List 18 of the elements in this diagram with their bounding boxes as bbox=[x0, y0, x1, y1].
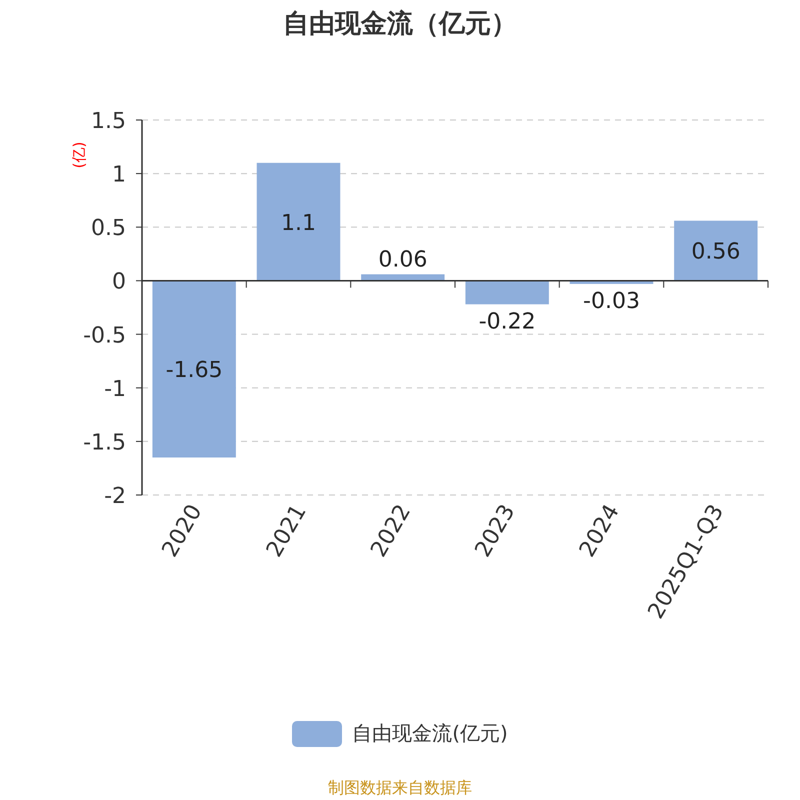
legend-label: 自由现金流(亿元) bbox=[352, 720, 508, 747]
axis-tick-label: 1.5 bbox=[91, 109, 126, 134]
axis-tick-label: 0 bbox=[112, 270, 126, 295]
axis-title: (亿) bbox=[70, 142, 88, 168]
value-label: -0.03 bbox=[583, 288, 640, 314]
axis-tick-label: -1 bbox=[104, 376, 126, 402]
axis-tick-label: 0.5 bbox=[91, 216, 126, 242]
value-label: -0.22 bbox=[478, 309, 536, 334]
value-label: -1.65 bbox=[166, 358, 223, 384]
chart-title: 自由现金流（亿元） bbox=[282, 8, 518, 41]
value-label: 0.06 bbox=[378, 247, 428, 272]
axis-tick-label: -2 bbox=[104, 484, 126, 509]
value-label: 0.56 bbox=[691, 240, 740, 265]
value-label: 1.1 bbox=[281, 210, 316, 236]
axis-tick-label: -1.5 bbox=[83, 430, 126, 456]
source-note: 制图数据来自数据库 bbox=[327, 778, 473, 799]
axis-tick-label: -0.5 bbox=[83, 323, 126, 348]
axis-tick-label: 1 bbox=[112, 162, 126, 188]
